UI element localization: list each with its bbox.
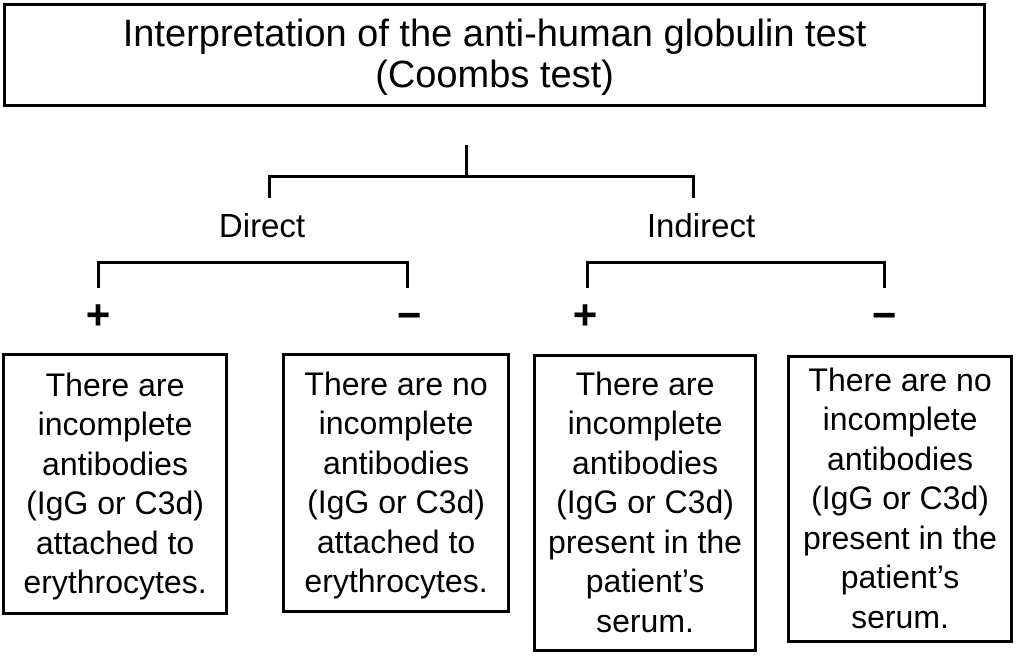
level1-bracket-right-drop-line [692, 175, 695, 198]
branch-label-indirect: Indirect [646, 207, 756, 244]
indirect-bracket-left-drop-line [586, 261, 589, 288]
result-box-direct-negative: There are no incomplete antibodies (IgG … [282, 353, 510, 613]
indirect-negative-sign: − [871, 291, 897, 338]
result-box-indirect-positive: There are incomplete antibodies (IgG or … [533, 354, 757, 652]
level1-bracket-horizontal-line [268, 175, 695, 178]
direct-bracket-left-drop-line [97, 261, 100, 288]
indirect-bracket-horizontal-line [586, 261, 886, 264]
direct-negative-sign: − [396, 291, 422, 338]
diagram-title: Interpretation of the anti-human globuli… [3, 3, 986, 107]
result-box-direct-positive: There are incomplete antibodies (IgG or … [2, 353, 228, 615]
branch-label-direct: Direct [218, 207, 306, 244]
result-box-indirect-negative: There are no incomplete antibodies (IgG … [787, 355, 1013, 643]
direct-bracket-right-drop-line [406, 261, 409, 288]
indirect-positive-sign: + [572, 291, 598, 338]
level1-bracket-left-drop-line [268, 175, 271, 198]
direct-positive-sign: + [85, 291, 111, 338]
direct-bracket-horizontal-line [97, 261, 409, 264]
indirect-bracket-right-drop-line [883, 261, 886, 288]
root-connector-line [465, 145, 468, 178]
